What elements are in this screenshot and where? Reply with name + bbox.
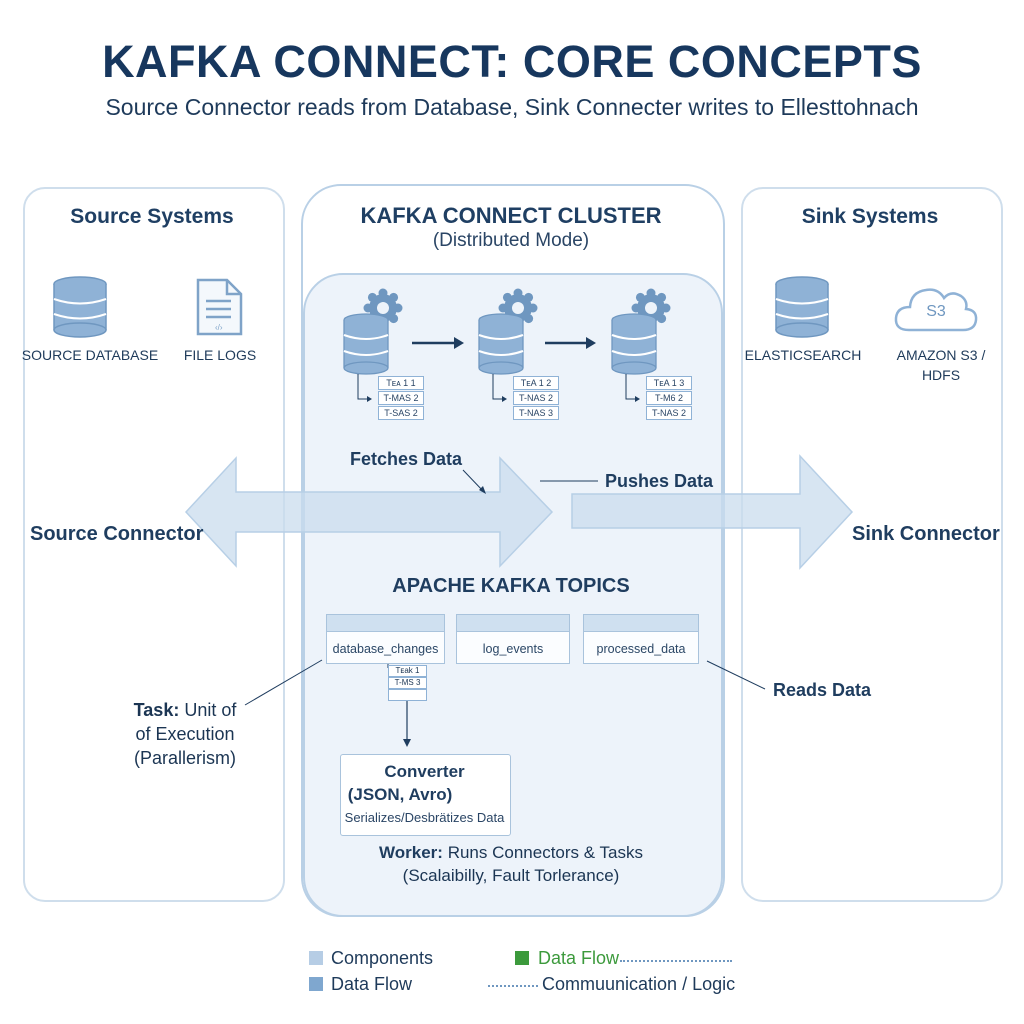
sink-systems-title: Sink Systems — [801, 205, 939, 228]
source-systems-title: Source Systems — [70, 205, 234, 228]
task-box: Tᴇᴀ 1 1 — [378, 376, 424, 390]
amazon-s3-label-line2: HDFS — [921, 367, 961, 383]
task-annotation: Task: Unit of of Execution (Parallerism) — [110, 698, 260, 770]
legend-components-swatch — [309, 951, 323, 965]
topic-label: database_changes — [332, 642, 439, 656]
legend-dataflow-blue-label: Data Flow — [331, 974, 413, 994]
task-box: TᴇA 1 3 — [646, 376, 692, 390]
task-annotation-line1: Task: Unit of — [110, 698, 260, 722]
file-logs-label: FILE LOGS — [183, 347, 257, 363]
page-subtitle: Source Connector reads from Database, Si… — [105, 94, 919, 120]
database-icon — [775, 276, 829, 338]
source-connector-arrow — [184, 456, 554, 568]
database-gear-icon — [478, 288, 538, 402]
database-icon — [53, 276, 107, 338]
converter-formats: (JSON, Avro) — [347, 785, 453, 804]
topic-processed-data[interactable]: processed_data — [583, 614, 699, 664]
task-box: T-NAS 3 — [513, 406, 559, 420]
fetches-data-label: Fetches Data — [350, 449, 463, 469]
source-connector-label: Source Connector — [30, 523, 204, 545]
pushes-data-label: Pushes Data — [605, 471, 714, 491]
worker-label: Worker: Runs Connectors & Tasks — [301, 843, 721, 863]
task-box: T-NAS 2 — [646, 406, 692, 420]
topic-task-box: T-MS 3 — [388, 677, 427, 689]
task-annotation-rest: Unit of — [179, 700, 237, 720]
legend-dataflow-blue-swatch — [309, 977, 323, 991]
page-title: KAFKA CONNECT: CORE CONCEPTS — [102, 36, 922, 87]
converter-description: Serializes/Desbrätizes Data — [344, 810, 505, 825]
topics-title: APACHE KAFKA TOPICS — [392, 575, 630, 597]
task-box: T-M6 2 — [646, 391, 692, 405]
database-gear-icon — [611, 288, 671, 402]
converter-box — [340, 754, 511, 836]
sink-connector-label: Sink Connector — [852, 523, 1000, 545]
topic-log-events[interactable]: log_events — [456, 614, 570, 664]
task-annotation-bold: Task: — [133, 700, 180, 720]
topic-task-box: Tᴇak 1 — [388, 665, 427, 677]
reads-data-label: Reads Data — [773, 680, 872, 700]
cloud-icon: S3 — [894, 288, 978, 332]
task-annotation-line3: (Parallerism) — [133, 748, 236, 768]
legend-communication-label: Commuunication / Logic — [542, 974, 736, 994]
task-box: T-NAS 2 — [513, 391, 559, 405]
topic-task-box-empty — [388, 689, 427, 701]
source-database-label: SOURCE DATABASE — [21, 347, 159, 363]
legend-communication-line — [488, 985, 538, 987]
task-box: T-SAS 2 — [378, 406, 424, 420]
converter-title: Converter — [384, 762, 465, 781]
cloud-icon-text: S3 — [926, 303, 946, 320]
worker-label-rest: Runs Connectors & Tasks — [442, 843, 643, 862]
task-box: TᴇA 1 2 — [513, 376, 559, 390]
worker-label-bold: Worker: — [379, 843, 443, 862]
cluster-subtitle: (Distributed Mode) — [432, 230, 590, 251]
svg-text:‹/›: ‹/› — [215, 323, 223, 332]
amazon-s3-label-line1: AMAZON S3 / — [896, 347, 986, 363]
task-annotation-line2: of Execution — [135, 724, 235, 744]
legend-components-label: Components — [331, 948, 434, 968]
cluster-title: KAFKA CONNECT CLUSTER — [360, 203, 662, 228]
legend-dataflow-green-swatch — [515, 951, 529, 965]
worker-note: (Scalaibilly, Fault Torlerance) — [402, 866, 620, 885]
database-gear-icon — [343, 288, 403, 402]
sink-connector-arrow — [571, 454, 854, 570]
legend-dataflow-green-label: Data Flow — [538, 948, 620, 968]
task-box: T-MAS 2 — [378, 391, 424, 405]
topic-label: log_events — [482, 642, 544, 656]
legend-dataflow-green-line — [620, 960, 732, 962]
file-icon: ‹/› — [196, 278, 243, 336]
elasticsearch-label: ELASTICSEARCH — [744, 347, 862, 363]
topic-database-changes[interactable]: database_changes — [326, 614, 445, 664]
topic-label: processed_data — [596, 642, 686, 656]
